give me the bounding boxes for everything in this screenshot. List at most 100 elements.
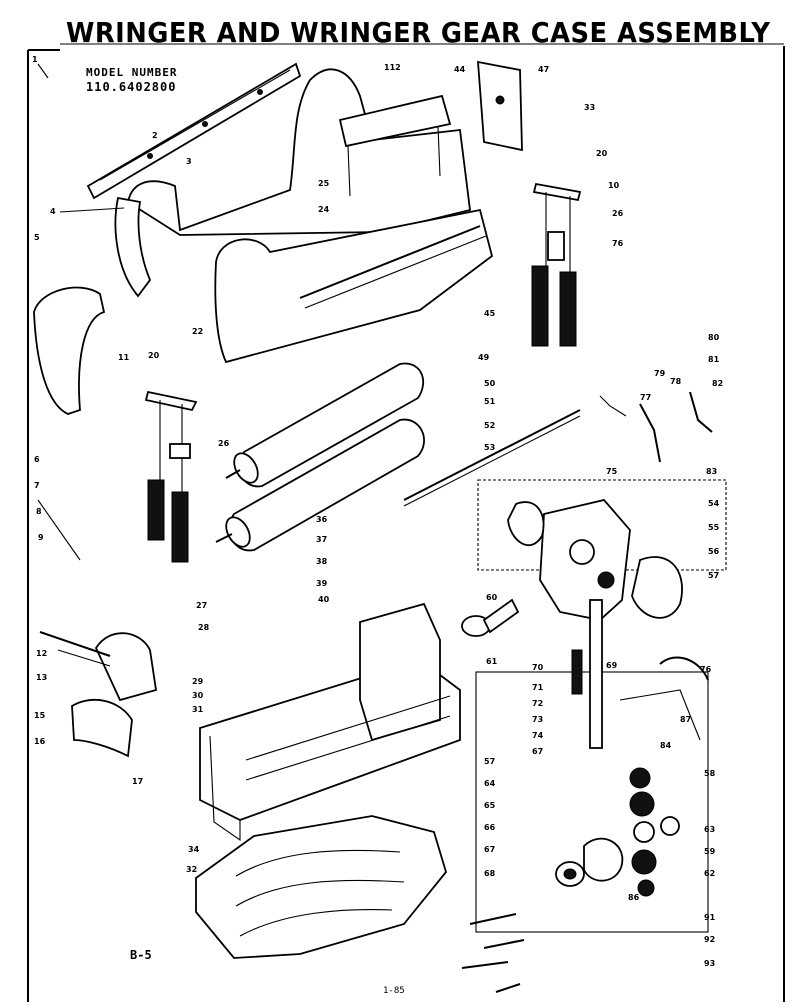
callout-82: 82	[712, 379, 723, 388]
callout-56: 56	[708, 547, 720, 556]
callout-86: 86	[628, 893, 640, 902]
callout-22: 22	[192, 327, 203, 336]
callout-92: 92	[704, 935, 715, 944]
callout-49: 49	[478, 353, 490, 362]
callout-31: 31	[192, 705, 204, 714]
page-reference: B-5	[130, 948, 152, 962]
callout-17: 17	[132, 777, 143, 786]
callout-71: 71	[532, 683, 544, 692]
callout-4: 4	[50, 207, 56, 216]
callout-25: 25	[318, 179, 330, 188]
callout-26b: 26	[218, 439, 230, 448]
callout-39: 39	[316, 579, 328, 588]
callout-79: 79	[654, 369, 666, 378]
gear-case-housing	[507, 499, 683, 621]
callout-34: 34	[188, 845, 200, 854]
callout-51: 51	[484, 397, 496, 406]
callout-32: 32	[186, 865, 197, 874]
callout-62: 62	[704, 869, 715, 878]
right-spring-assembly	[531, 182, 582, 347]
callout-57b: 57	[484, 757, 495, 766]
callout-33: 33	[584, 103, 595, 112]
shift-linkage	[599, 391, 713, 741]
callout-3: 3	[186, 157, 192, 166]
callout-30: 30	[192, 691, 204, 700]
callout-9: 9	[38, 533, 44, 542]
wringer-frame-body	[214, 208, 494, 364]
callout-76: 76	[612, 239, 624, 248]
callout-11: 11	[118, 353, 130, 362]
gear-stack	[555, 767, 680, 897]
coupling-assembly	[461, 598, 520, 637]
callout-58: 58	[704, 769, 716, 778]
callout-7: 7	[34, 481, 40, 490]
callout-54: 54	[708, 499, 720, 508]
callout-59: 59	[704, 847, 716, 856]
callout-2: 2	[152, 131, 158, 140]
callout-37: 37	[316, 535, 327, 544]
callout-47: 47	[538, 65, 549, 74]
callout-83: 83	[706, 467, 717, 476]
callout-65: 65	[484, 801, 496, 810]
callout-80: 80	[708, 333, 720, 342]
callout-52: 52	[484, 421, 495, 430]
lower-wringer-roll	[215, 418, 425, 552]
callout-84: 84	[660, 741, 672, 750]
callout-73: 73	[532, 715, 543, 724]
callout-28: 28	[198, 623, 210, 632]
drain-board	[195, 815, 447, 959]
callout-12: 12	[36, 649, 47, 658]
callout-5: 5	[34, 233, 40, 242]
callout-93: 93	[704, 959, 715, 968]
callout-55: 55	[708, 523, 720, 532]
callout-67b: 67	[484, 845, 495, 854]
bracket-47	[477, 60, 523, 152]
callout-10: 10	[608, 181, 620, 190]
model-label: MODEL NUMBER	[86, 66, 178, 79]
model-number: 110.6402800	[86, 80, 177, 94]
vertical-gear-shaft	[571, 599, 603, 749]
callout-77: 77	[640, 393, 651, 402]
side-cover-5	[33, 286, 106, 415]
border-frame	[27, 43, 785, 1002]
callout-91: 91	[704, 913, 716, 922]
callout-38: 38	[316, 557, 328, 566]
callout-67: 67	[532, 747, 543, 756]
callout-69: 69	[606, 661, 618, 670]
callout-53: 53	[484, 443, 495, 452]
callout-66: 66	[484, 823, 496, 832]
callout-36: 36	[316, 515, 328, 524]
callout-15: 15	[34, 711, 46, 720]
callout-8: 8	[36, 507, 42, 516]
callout-13: 13	[36, 673, 47, 682]
callout-1: 1	[32, 55, 38, 64]
callout-24: 24	[318, 205, 330, 214]
upper-wringer-roll	[225, 362, 425, 488]
callout-6: 6	[34, 455, 40, 464]
callout-72: 72	[532, 699, 543, 708]
callout-78: 78	[670, 377, 682, 386]
wringer-top-rail	[86, 62, 302, 200]
bottom-reference: 1-85	[383, 986, 405, 996]
callout-63: 63	[704, 825, 715, 834]
callout-81: 81	[708, 355, 720, 364]
callout-26: 26	[612, 209, 624, 218]
callout-70: 70	[532, 663, 544, 672]
callout-20: 20	[596, 149, 608, 158]
callout-40: 40	[318, 595, 330, 604]
wringer-base-frame	[199, 602, 461, 842]
callout-labels: 1 2 3 4 5 112 44 47 33 20 10 26 76 25 24…	[32, 55, 723, 968]
callout-76b: 76	[700, 665, 712, 674]
callout-27: 27	[196, 601, 207, 610]
callout-74: 74	[532, 731, 544, 740]
fastener-bolts	[461, 913, 525, 993]
callout-61: 61	[486, 657, 498, 666]
callout-29: 29	[192, 677, 204, 686]
release-lever-assembly	[37, 499, 158, 758]
callout-16: 16	[34, 737, 46, 746]
callout-112: 112	[384, 63, 401, 72]
callout-87: 87	[680, 715, 691, 724]
wringer-housing-upper	[114, 68, 471, 298]
